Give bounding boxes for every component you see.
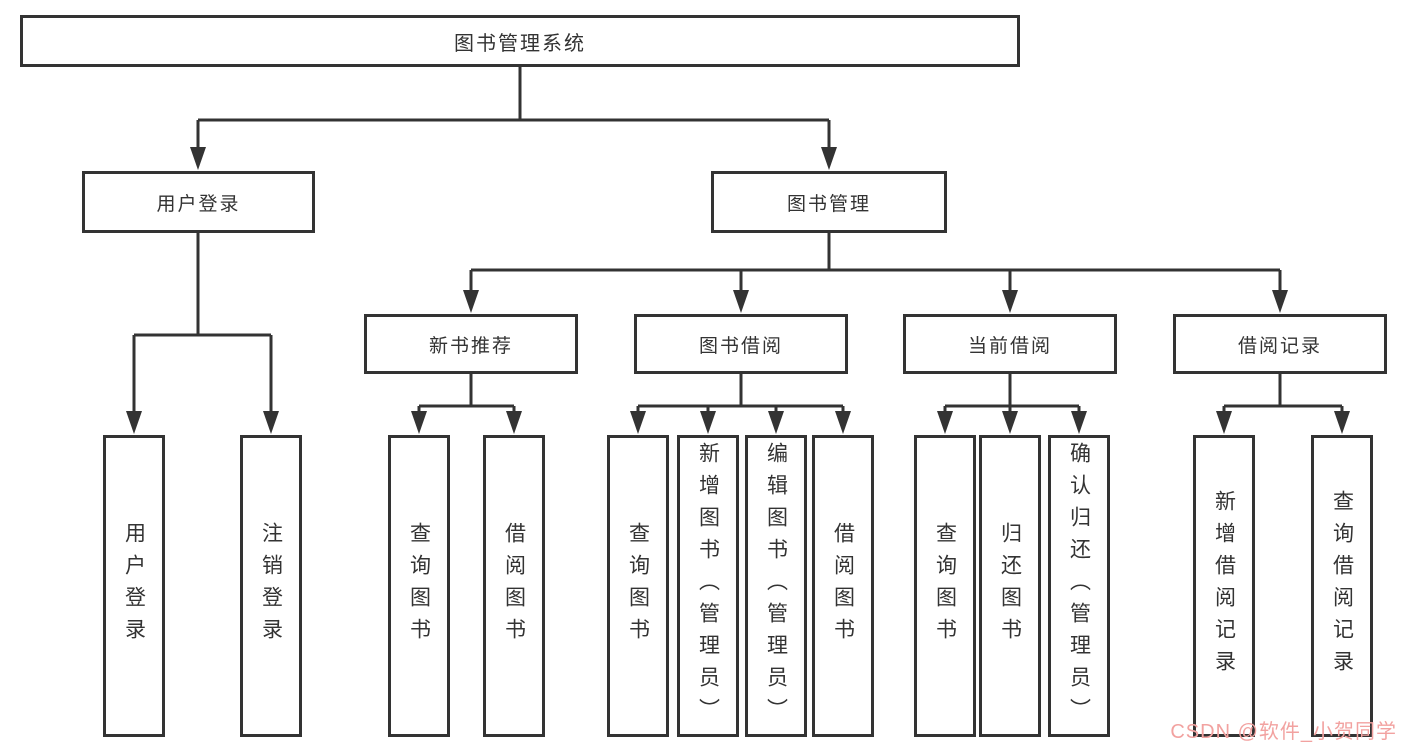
arrow-cb-return-books: [1002, 411, 1018, 434]
leaf-br-query-borrow-record: 查询借阅记录: [1311, 435, 1373, 737]
leaf-nbr-borrow-books: 借阅图书: [483, 435, 545, 737]
connector-book-mgmt-to-level2: [469, 233, 1282, 292]
arrow-current-borrow: [1002, 290, 1018, 313]
node-book-management: 图书管理: [711, 171, 947, 233]
leaf-user-login: 用户登录: [103, 435, 165, 737]
arrow-nbr-query-books: [411, 411, 427, 434]
node-current-borrowing-label: 当前借阅: [967, 335, 1052, 357]
node-book-borrowing-label: 图书借阅: [698, 335, 783, 357]
arrow-bb-add-books: [700, 411, 716, 434]
leaf-br-add-borrow-record: 新增借阅记录: [1193, 435, 1255, 737]
arrow-book-mgmt: [821, 147, 837, 170]
leaf-logout-login-label: 注销登录: [259, 522, 283, 650]
leaf-bb-query-books-label: 查询图书: [626, 522, 650, 650]
arrow-cb-query-books: [937, 411, 953, 434]
leaf-br-query-borrow-record-label: 查询借阅记录: [1330, 490, 1354, 682]
leaf-cb-return-books: 归还图书: [979, 435, 1041, 737]
node-borrowing-records-label: 借阅记录: [1237, 335, 1322, 357]
node-root: 图书管理系统: [20, 15, 1020, 67]
node-user-login-label: 用户登录: [156, 193, 241, 215]
node-current-borrowing: 当前借阅: [903, 314, 1117, 374]
leaf-bb-borrow-books-label: 借阅图书: [831, 522, 855, 650]
leaf-cb-query-books: 查询图书: [914, 435, 976, 737]
arrow-bb-borrow-books: [835, 411, 851, 434]
leaf-bb-add-books-admin-label: 新增图书（管理员）: [696, 442, 720, 730]
node-book-management-label: 图书管理: [786, 193, 871, 215]
arrow-br-query-record: [1334, 411, 1350, 434]
leaf-user-login-label: 用户登录: [122, 522, 146, 650]
leaf-cb-confirm-return-admin-label: 确认归还（管理员）: [1067, 442, 1091, 730]
node-borrowing-records: 借阅记录: [1173, 314, 1387, 374]
leaf-cb-query-books-label: 查询图书: [933, 522, 957, 650]
arrow-new-book-rec: [463, 290, 479, 313]
connector-user-login-to-leaves: [132, 233, 273, 413]
node-user-login: 用户登录: [82, 171, 315, 233]
arrow-cb-confirm-return: [1071, 411, 1087, 434]
leaf-nbr-borrow-books-label: 借阅图书: [502, 522, 526, 650]
leaf-logout-login: 注销登录: [240, 435, 302, 737]
arrow-borrow-records: [1272, 290, 1288, 313]
leaf-nbr-query-books-label: 查询图书: [407, 522, 431, 650]
leaf-nbr-query-books: 查询图书: [388, 435, 450, 737]
leaf-cb-return-books-label: 归还图书: [998, 522, 1022, 650]
leaf-bb-edit-books-admin: 编辑图书（管理员）: [745, 435, 807, 737]
arrow-book-borrow: [733, 290, 749, 313]
node-new-book-recommend-label: 新书推荐: [428, 335, 513, 357]
arrow-bb-edit-books: [768, 411, 784, 434]
connector-new-book-rec-to-leaves: [417, 374, 516, 413]
node-book-borrowing: 图书借阅: [634, 314, 848, 374]
leaf-cb-confirm-return-admin: 确认归还（管理员）: [1048, 435, 1110, 737]
leaf-bb-edit-books-admin-label: 编辑图书（管理员）: [764, 442, 788, 730]
leaf-bb-query-books: 查询图书: [607, 435, 669, 737]
leaf-br-add-borrow-record-label: 新增借阅记录: [1212, 490, 1236, 682]
arrow-leaf-logout: [263, 411, 279, 434]
leaf-bb-borrow-books: 借阅图书: [812, 435, 874, 737]
node-new-book-recommend: 新书推荐: [364, 314, 578, 374]
arrow-br-add-record: [1216, 411, 1232, 434]
connector-book-borrow-to-leaves: [636, 374, 845, 413]
arrow-bb-query-books: [630, 411, 646, 434]
arrow-nbr-borrow-books: [506, 411, 522, 434]
leaf-bb-add-books-admin: 新增图书（管理员）: [677, 435, 739, 737]
csdn-watermark: CSDN @软件_小贺同学: [1170, 721, 1397, 743]
node-root-label: 图书管理系统: [454, 32, 586, 55]
arrow-leaf-user-login: [126, 411, 142, 434]
connector-current-borrow-to-leaves: [943, 374, 1081, 413]
connector-root-to-level1: [196, 67, 831, 150]
connector-borrow-records-to-leaves: [1222, 374, 1344, 413]
arrow-user-login: [190, 147, 206, 170]
